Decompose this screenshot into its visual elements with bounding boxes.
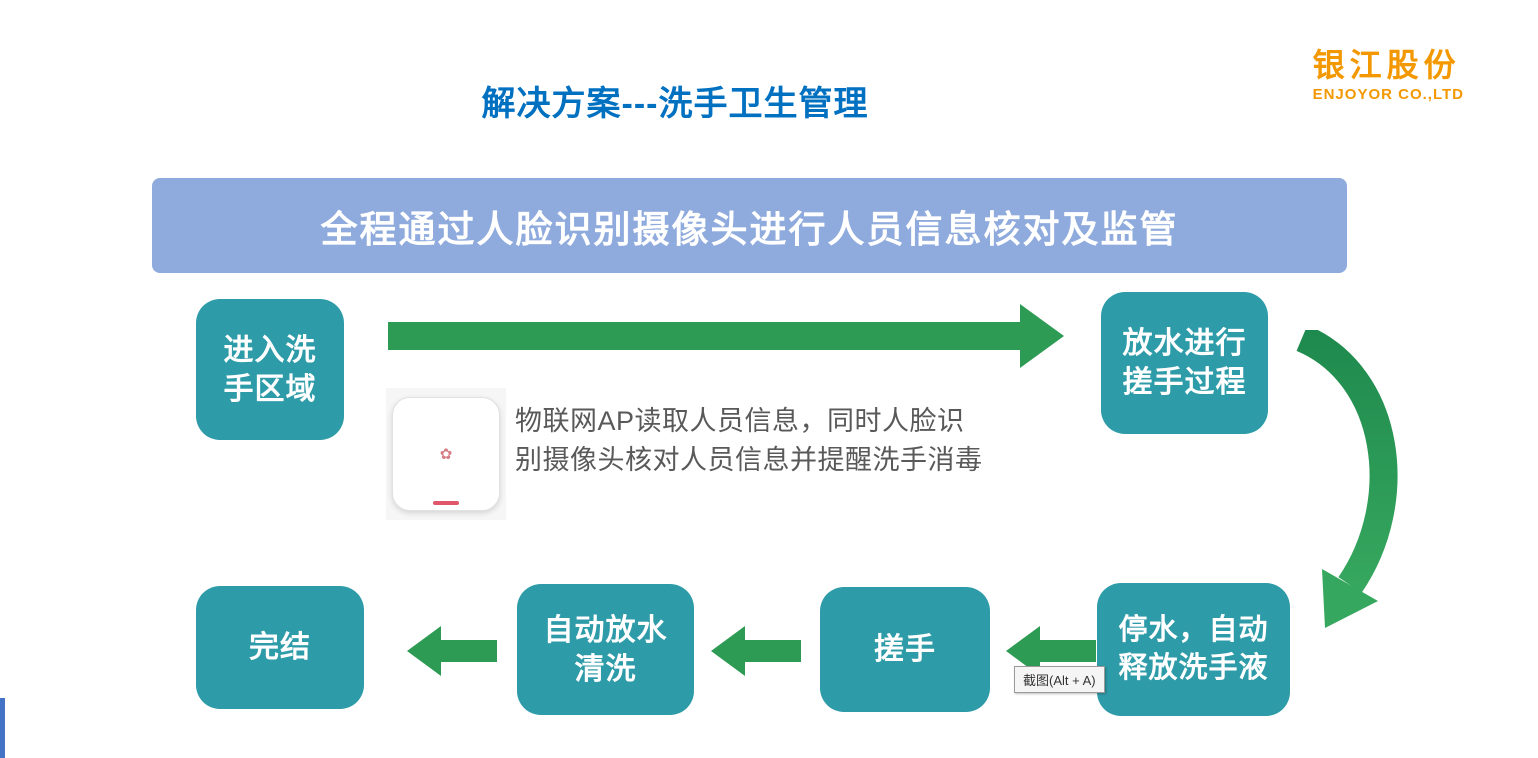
flow-step-text: 完结 xyxy=(249,631,311,664)
arrow-left-icon xyxy=(711,626,801,676)
logo-subtitle: ENJOYOR CO.,LTD xyxy=(1312,86,1464,104)
device-description-line: 物联网AP读取人员信息，同时人脸识 xyxy=(515,406,965,436)
arrow-head xyxy=(711,626,745,676)
device-description: 物联网AP读取人员信息，同时人脸识 别摄像头核对人员信息并提醒洗手消毒 xyxy=(515,402,1115,480)
company-logo: 银江股份 ENJOYOR CO.,LTD xyxy=(1312,47,1464,104)
arrow-right-icon xyxy=(388,304,1064,368)
flow-step-water-off-soap: 停水，自动 释放洗手液 xyxy=(1097,583,1290,716)
iot-ap-device-image: ✿ xyxy=(386,388,506,520)
flow-step-water-on-rub: 放水进行 搓手过程 xyxy=(1101,292,1268,434)
page-title: 解决方案---洗手卫生管理 xyxy=(481,85,869,123)
arrow-left-icon xyxy=(407,626,497,676)
flow-step-text: 搓手 xyxy=(874,633,936,666)
banner: 全程通过人脸识别摄像头进行人员信息核对及监管 xyxy=(152,178,1347,273)
flow-step-text: 清洗 xyxy=(574,652,637,686)
flow-step-text: 搓手过程 xyxy=(1122,366,1247,399)
logo-text: 银江股份 xyxy=(1312,47,1461,83)
flow-step-text: 手区域 xyxy=(223,372,317,406)
screenshot-tooltip: 截图(Alt + A) xyxy=(1014,666,1105,693)
flow-step-rub-hands: 搓手 xyxy=(820,587,990,712)
device-description-line: 别摄像头核对人员信息并提醒洗手消毒 xyxy=(515,445,983,476)
device-indicator xyxy=(433,501,459,505)
arrow-shaft xyxy=(745,640,801,662)
huawei-logo-icon: ✿ xyxy=(439,446,453,463)
arrow-curved-down-icon xyxy=(1296,330,1398,628)
flow-step-finish: 完结 xyxy=(196,586,364,709)
flow-step-text: 进入洗 xyxy=(223,333,317,367)
iot-ap-device: ✿ xyxy=(392,397,500,511)
arrow-shaft xyxy=(388,322,1020,350)
left-edge-accent xyxy=(0,698,5,758)
flow-step-text: 放水进行 xyxy=(1122,327,1247,360)
banner-text: 全程通过人脸识别摄像头进行人员信息核对及监管 xyxy=(320,208,1179,250)
arrow-shaft xyxy=(1040,640,1096,662)
flow-step-text: 停水，自动 xyxy=(1118,613,1269,646)
arrow-shaft xyxy=(441,640,497,662)
flow-step-enter-wash-area: 进入洗 手区域 xyxy=(196,299,344,440)
arrow-head xyxy=(1020,304,1064,368)
flow-step-auto-rinse: 自动放水 清洗 xyxy=(517,584,694,715)
flow-step-text: 自动放水 xyxy=(543,613,668,647)
arrow-head xyxy=(407,626,441,676)
flow-step-text: 释放洗手液 xyxy=(1118,651,1269,684)
